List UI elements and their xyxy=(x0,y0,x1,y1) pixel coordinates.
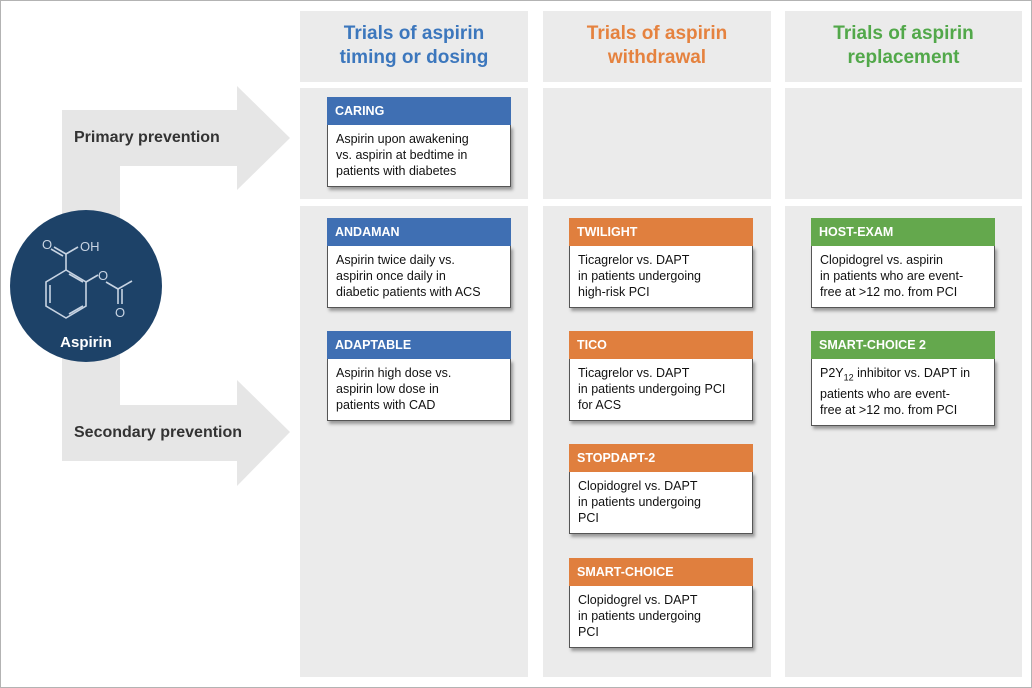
trial-description-line: aspirin low dose in xyxy=(336,382,439,396)
primary-arrow-shape xyxy=(62,86,290,230)
trial-description-line: Ticagrelor vs. DAPT xyxy=(578,253,690,267)
trial-description-line: PCI xyxy=(578,625,599,639)
trial-card-andaman: ANDAMAN Aspirin twice daily vs. aspirin … xyxy=(327,218,511,308)
trial-description-line: vs. aspirin at bedtime in xyxy=(336,148,468,162)
trial-name: TICO xyxy=(569,331,753,359)
trial-card-host-exam: HOST-EXAM Clopidogrel vs. aspirin in pat… xyxy=(811,218,995,308)
trial-description-line: patients with diabetes xyxy=(336,164,457,178)
column-title-line: Trials of aspirin xyxy=(833,23,974,44)
trial-description-line: in patients undergoing xyxy=(578,495,702,509)
secondary-prevention-label: Secondary prevention xyxy=(74,424,243,441)
primary-prevention-label: Primary prevention xyxy=(74,129,220,146)
trial-description: Clopidogrel vs. DAPT in patients undergo… xyxy=(569,586,753,648)
trial-name: CARING xyxy=(327,97,511,125)
primary-cell-replacement xyxy=(785,88,1022,199)
header-cell-withdrawal xyxy=(543,11,771,82)
aspirin-circle: OH O O O Aspirin xyxy=(10,210,162,362)
trial-description-line: aspirin once daily in xyxy=(336,269,446,283)
trial-name: HOST-EXAM xyxy=(811,218,995,246)
trial-description-line: P2Y12 inhibitor vs. DAPT in xyxy=(820,365,986,386)
trial-card-smart-choice: SMART-CHOICE Clopidogrel vs. DAPT in pat… xyxy=(569,558,753,648)
trial-description: Ticagrelor vs. DAPT in patients undergoi… xyxy=(569,359,753,421)
p2y-subscript: 12 xyxy=(843,372,854,383)
trial-description-line: Aspirin upon awakening xyxy=(336,132,469,146)
header-cell-replacement xyxy=(785,11,1022,82)
trial-description: Aspirin upon awakening vs. aspirin at be… xyxy=(327,125,511,187)
trial-card-tico: TICO Ticagrelor vs. DAPT in patients und… xyxy=(569,331,753,421)
trial-description-line: patients who are event- xyxy=(820,386,950,401)
molecule-o-label: O xyxy=(115,305,125,320)
trial-description-line: in patients undergoing xyxy=(578,269,702,283)
trial-card-adaptable: ADAPTABLE Aspirin high dose vs. aspirin … xyxy=(327,331,511,421)
trial-description-line: Aspirin high dose vs. xyxy=(336,366,452,380)
molecule-o-label: O xyxy=(42,237,52,252)
column-title-line: Trials of aspirin xyxy=(586,23,728,44)
trial-description-line: Clopidogrel vs. DAPT xyxy=(578,479,698,493)
trial-description: Ticagrelor vs. DAPT in patients undergoi… xyxy=(569,246,753,308)
trial-description-line: diabetic patients with ACS xyxy=(336,285,481,299)
trial-name: TWILIGHT xyxy=(569,218,753,246)
trial-description-line: for ACS xyxy=(578,398,622,412)
trial-name: SMART-CHOICE 2 xyxy=(811,331,995,359)
trial-description: P2Y12 inhibitor vs. DAPT in patients who… xyxy=(811,359,995,426)
p2y-text: P2Y xyxy=(820,366,844,380)
trial-card-stopdapt2: STOPDAPT-2 Clopidogrel vs. DAPT in patie… xyxy=(569,444,753,534)
trial-description-line: high-risk PCI xyxy=(578,285,650,299)
trial-description: Clopidogrel vs. aspirin in patients who … xyxy=(811,246,995,308)
trial-card-smart-choice-2: SMART-CHOICE 2 P2Y12 inhibitor vs. DAPT … xyxy=(811,331,995,426)
trial-description-line: in patients undergoing PCI xyxy=(578,382,726,396)
trial-description-line: Clopidogrel vs. DAPT xyxy=(578,593,698,607)
trial-card-twilight: TWILIGHT Ticagrelor vs. DAPT in patients… xyxy=(569,218,753,308)
trial-description-line: PCI xyxy=(578,511,599,525)
trial-card-caring: CARING Aspirin upon awakening vs. aspiri… xyxy=(327,97,511,187)
trial-name: SMART-CHOICE xyxy=(569,558,753,586)
column-title-line: replacement xyxy=(847,47,960,68)
trial-name: ADAPTABLE xyxy=(327,331,511,359)
trial-description-line: in patients undergoing xyxy=(578,609,702,623)
aspirin-label: Aspirin xyxy=(60,334,112,351)
aspirin-molecule-icon: OH O O O xyxy=(42,237,133,320)
trial-description: Clopidogrel vs. DAPT in patients undergo… xyxy=(569,472,753,534)
molecule-o-label: O xyxy=(98,268,108,283)
column-title-withdrawal: Trials of aspirin withdrawal xyxy=(543,22,771,70)
trial-description-line: Aspirin twice daily vs. xyxy=(336,253,455,267)
column-title-replacement: Trials of aspirin replacement xyxy=(785,22,1022,70)
trial-description-line: Ticagrelor vs. DAPT xyxy=(578,366,690,380)
trial-description-line: patients with CAD xyxy=(336,398,436,412)
column-title-line: withdrawal xyxy=(607,47,707,68)
trial-name: ANDAMAN xyxy=(327,218,511,246)
header-cell-timing xyxy=(300,11,528,82)
column-title-timing: Trials of aspirin timing or dosing xyxy=(300,22,528,70)
trial-description-line: free at >12 mo. from PCI xyxy=(820,285,958,299)
trial-description: Aspirin twice daily vs. aspirin once dai… xyxy=(327,246,511,308)
trial-description-line: free at >12 mo. from PCI xyxy=(820,402,958,417)
trial-description-line: Clopidogrel vs. aspirin xyxy=(820,253,943,267)
trial-description-line: in patients who are event- xyxy=(820,269,964,283)
column-title-line: timing or dosing xyxy=(339,47,489,68)
column-title-line: Trials of aspirin xyxy=(343,23,485,44)
molecule-oh-label: OH xyxy=(80,239,100,254)
primary-cell-withdrawal xyxy=(543,88,771,199)
trial-description: Aspirin high dose vs. aspirin low dose i… xyxy=(327,359,511,421)
inhibitor-text: inhibitor vs. DAPT in xyxy=(853,366,971,380)
trial-name: STOPDAPT-2 xyxy=(569,444,753,472)
